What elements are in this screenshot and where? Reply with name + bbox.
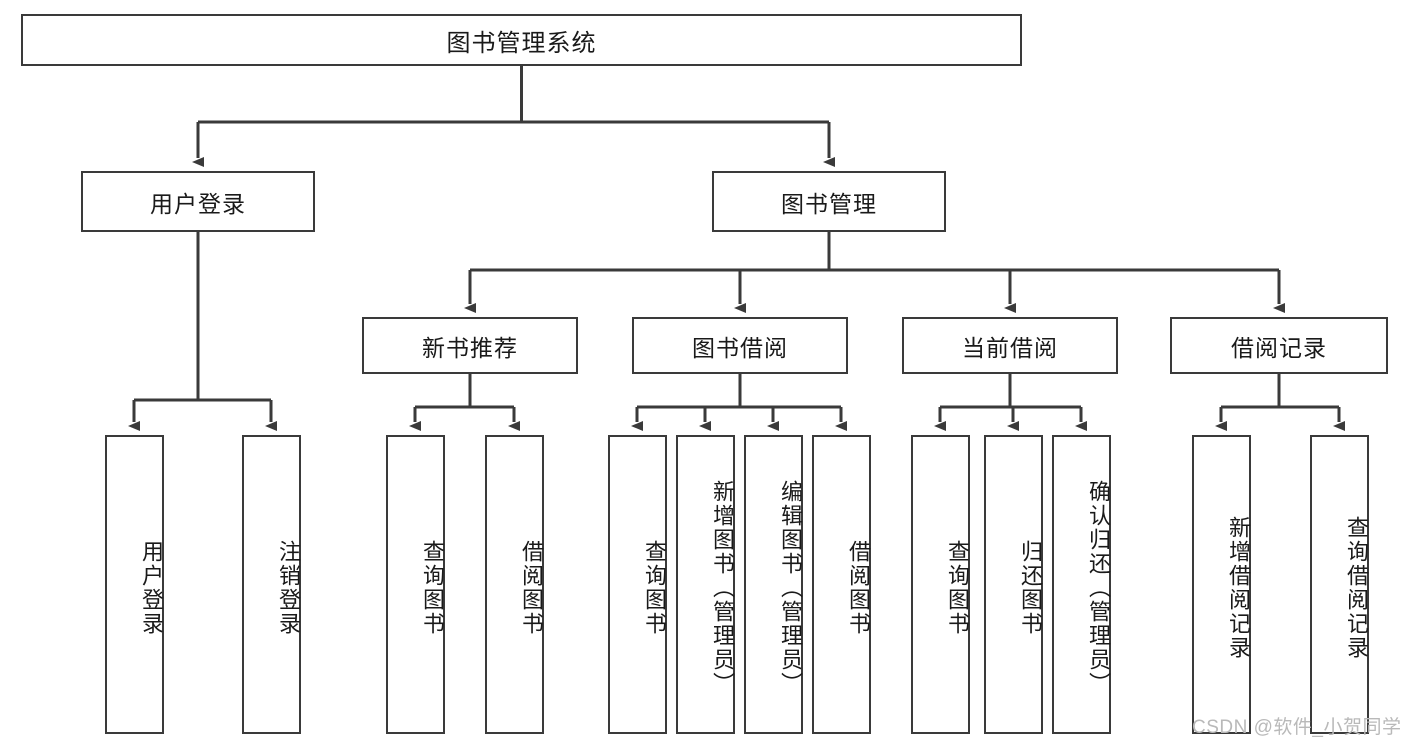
node-borrow-record[interactable]: 借阅记录 (1170, 317, 1388, 374)
leaf-edit-book-admin[interactable]: 编辑图书（管理员） (744, 435, 803, 734)
node-current-borrow[interactable]: 当前借阅 (902, 317, 1118, 374)
node-new-book-recommend[interactable]: 新书推荐 (362, 317, 578, 374)
leaf-query-borrow-record[interactable]: 查询借阅记录 (1310, 435, 1369, 734)
leaf-return-book[interactable]: 归还图书 (984, 435, 1043, 734)
leaf-borrow-book-recommend[interactable]: 借阅图书 (485, 435, 544, 734)
leaf-query-book-current[interactable]: 查询图书 (911, 435, 970, 734)
node-book-borrow[interactable]: 图书借阅 (632, 317, 848, 374)
leaf-add-borrow-record[interactable]: 新增借阅记录 (1192, 435, 1251, 734)
leaf-logout[interactable]: 注销登录 (242, 435, 301, 734)
leaf-user-login[interactable]: 用户登录 (105, 435, 164, 734)
node-book-management[interactable]: 图书管理 (712, 171, 946, 232)
leaf-add-book-admin[interactable]: 新增图书（管理员） (676, 435, 735, 734)
leaf-query-book-recommend[interactable]: 查询图书 (386, 435, 445, 734)
leaf-borrow-book[interactable]: 借阅图书 (812, 435, 871, 734)
watermark-csdn: CSDN @软件_小贺同学 (1192, 717, 1402, 738)
leaf-query-book-borrow[interactable]: 查询图书 (608, 435, 667, 734)
node-root-system[interactable]: 图书管理系统 (21, 14, 1022, 66)
node-user-login[interactable]: 用户登录 (81, 171, 315, 232)
leaf-confirm-return-admin[interactable]: 确认归还（管理员） (1052, 435, 1111, 734)
